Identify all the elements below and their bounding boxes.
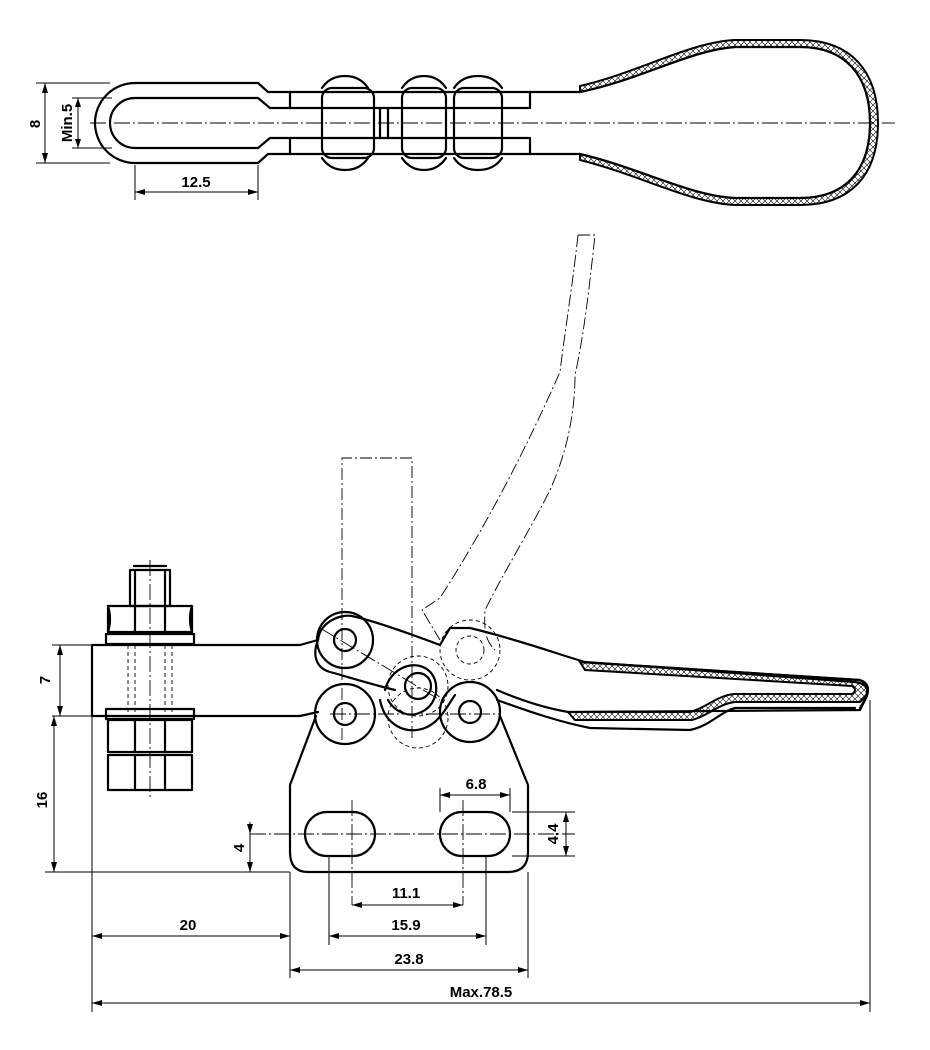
side-view (90, 234, 870, 905)
dim-base-height: 16 (34, 792, 51, 809)
arm-link (314, 614, 442, 692)
dim-top-min-gap: Min.5 (59, 104, 76, 142)
spindle-screw (104, 560, 196, 800)
phantom-handle (484, 234, 596, 651)
top-handle-grip (579, 39, 880, 206)
arm-pivot-outer (315, 610, 375, 670)
dim-overall-length: Max.78.5 (450, 984, 513, 1001)
top-view: 8 Min.5 12.5 (27, 39, 895, 206)
dim-slot-outer: 15.9 (391, 917, 420, 934)
center-link (383, 664, 438, 716)
dim-slot-length: 6.8 (466, 776, 487, 793)
handle-pivot-hole (457, 699, 483, 725)
top-body-plate-upper (288, 90, 532, 110)
dim-top-loop-length: 12.5 (181, 174, 210, 191)
arm-pivot-hole (332, 627, 358, 653)
dim-slot-offset: 4 (231, 843, 248, 852)
handle-pivot-outer (438, 680, 502, 744)
dim-arm-height: 7 (37, 676, 54, 684)
top-body-plate-lower (288, 136, 532, 156)
dim-slot-spacing: 11.1 (392, 885, 420, 902)
dim-top-height: 8 (27, 120, 44, 128)
spindle-arm (90, 638, 320, 718)
dim-base-width: 23.8 (394, 951, 423, 968)
dim-arm-reach: 20 (180, 917, 197, 934)
side-dimensions: 7 16 4 6.8 4.4 11.1 1 (34, 644, 871, 1012)
base-body (288, 714, 530, 874)
dim-slot-width: 4.4 (545, 823, 562, 845)
slot-left (303, 810, 377, 858)
phantom-spindle-bar (341, 457, 413, 740)
